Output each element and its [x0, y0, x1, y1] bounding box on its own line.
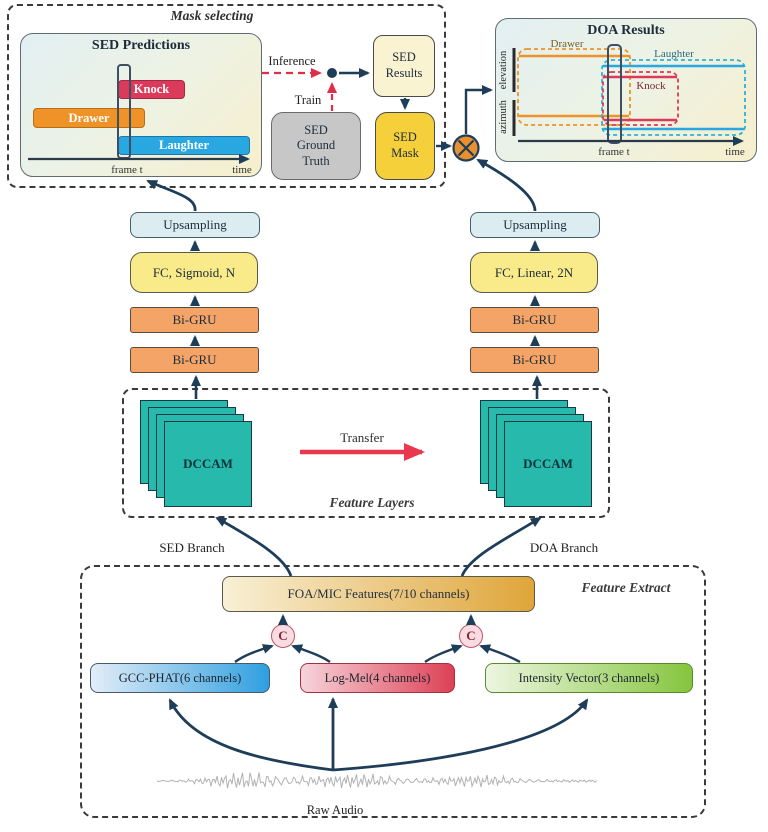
- sed-ground-truth-box: SED Ground Truth: [271, 112, 361, 180]
- feature-extract-title: Feature Extract: [581, 580, 671, 595]
- doa-upsampling-to-multiply-arrow: [476, 158, 537, 212]
- doa-frame-t-label: frame t: [598, 146, 630, 158]
- raw-audio-label: Raw Audio: [306, 803, 364, 817]
- mask-selecting-box: [7, 4, 446, 188]
- inference-label: Inference: [268, 53, 316, 68]
- doa-dccam-box: DCCAM: [504, 421, 592, 507]
- feature-extract-box: [80, 565, 706, 818]
- doa-fc-box: FC, Linear, 2N: [470, 252, 598, 293]
- sed-event-knock: Knock: [118, 80, 185, 99]
- sed-frame-selector: [117, 64, 131, 159]
- doa-event-knock-label: Knock: [636, 79, 666, 92]
- foa-mic-features-bar: FOA/MIC Features(7/10 channels): [222, 576, 535, 612]
- feature-layers-title: Feature Layers: [329, 495, 415, 510]
- transfer-label: Transfer: [340, 430, 384, 445]
- doa-event-drawer-label: Drawer: [550, 37, 584, 50]
- doa-time-label: time: [725, 146, 745, 158]
- gcc-phat-box: GCC-PHAT(6 channels): [90, 663, 270, 693]
- doa-azimuth-label: azimuth: [498, 100, 509, 134]
- doa-bigru-2-box: Bi-GRU: [470, 347, 599, 373]
- feature-layers-box: [122, 388, 610, 518]
- doa-branch-label: DOA Branch: [529, 539, 599, 555]
- sed-predictions-panel: [20, 33, 262, 177]
- sed-dccam-box: DCCAM: [164, 421, 252, 507]
- sed-event-laughter: Laughter: [118, 136, 250, 155]
- multiply-to-doa-arrow: [464, 85, 493, 134]
- sed-bigru-2-box: Bi-GRU: [130, 347, 259, 373]
- sed-upsampling-box: Upsampling: [130, 212, 260, 238]
- log-mel-box: Log-Mel(4 channels): [300, 663, 455, 693]
- concat-icon: C: [459, 624, 483, 648]
- sed-branch-label: SED Branch: [159, 539, 225, 555]
- doa-bigru-1-box: Bi-GRU: [470, 307, 599, 333]
- sed-results-box: SED Results: [373, 35, 435, 97]
- sed-fc-box: FC, Sigmoid, N: [130, 252, 258, 293]
- sed-mask-box: SED Mask: [375, 112, 435, 180]
- sed-predictions-title: SED Predictions: [91, 38, 191, 53]
- sed-bigru-1-box: Bi-GRU: [130, 307, 259, 333]
- doa-elevation-label: elevation: [498, 50, 509, 90]
- concat-icon: C: [271, 624, 295, 648]
- multiply-icon: [452, 134, 480, 162]
- intensity-vector-box: Intensity Vector(3 channels): [485, 663, 693, 693]
- sed-time-label: time: [232, 164, 252, 176]
- doa-results-title: DOA Results: [587, 23, 665, 38]
- mask-selecting-title: Mask selecting: [170, 8, 254, 23]
- sed-frame-t-label: frame t: [111, 164, 143, 176]
- doa-upsampling-box: Upsampling: [470, 212, 600, 238]
- train-label: Train: [294, 92, 322, 107]
- doa-event-laughter-label: Laughter: [654, 47, 694, 60]
